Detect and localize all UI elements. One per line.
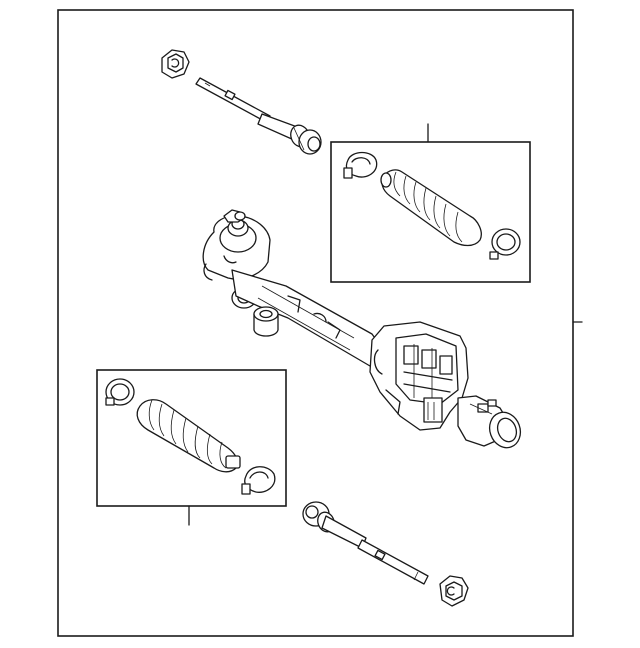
boot-icon bbox=[380, 169, 482, 247]
pinion-housing bbox=[202, 209, 271, 281]
clamp-ring-icon bbox=[105, 378, 135, 406]
inner-tie-rod-upper[interactable] bbox=[195, 77, 322, 155]
steering-gear-assembly[interactable] bbox=[202, 209, 525, 452]
rack-end-housing bbox=[457, 395, 522, 449]
jam-nut-lower[interactable] bbox=[439, 575, 469, 607]
jam-nut-upper[interactable] bbox=[161, 49, 190, 79]
boot-icon bbox=[136, 399, 241, 473]
boot-clip-icon bbox=[343, 151, 378, 179]
mount-bushing-center bbox=[253, 306, 279, 337]
clamp-ring-icon bbox=[489, 228, 521, 260]
boot-kit-lower[interactable] bbox=[96, 369, 287, 526]
boot-clip-icon bbox=[241, 466, 276, 495]
inner-tie-rod-lower[interactable] bbox=[302, 501, 429, 585]
eps-motor-unit bbox=[369, 321, 469, 431]
boot-kit-upper[interactable] bbox=[330, 123, 531, 283]
